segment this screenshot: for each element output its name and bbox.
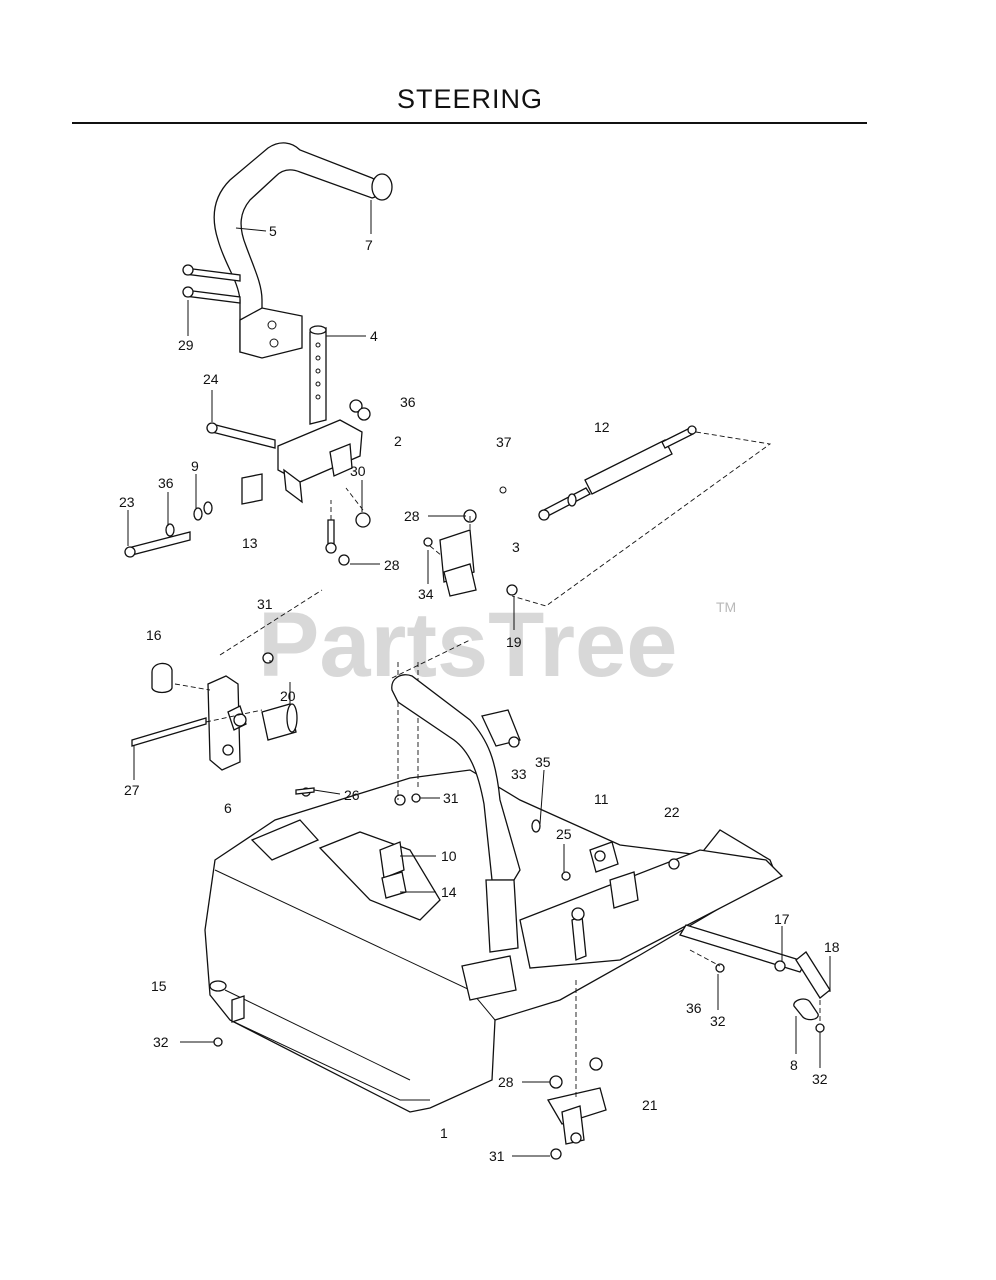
link-hardware xyxy=(124,473,263,558)
callout-9: 9 xyxy=(191,458,199,474)
callout-31-b: 31 xyxy=(443,790,459,806)
callout-3: 3 xyxy=(512,539,520,555)
frame-cutout xyxy=(318,831,441,921)
callout-10: 10 xyxy=(441,848,457,864)
callout-28-a: 28 xyxy=(404,508,420,524)
callout-35: 35 xyxy=(535,754,551,770)
callout-16: 16 xyxy=(146,627,162,643)
steering-handle xyxy=(182,142,393,359)
callout-31-c: 31 xyxy=(489,1148,505,1164)
watermark-trademark: TM xyxy=(716,599,736,615)
control-lever-assembly xyxy=(131,589,323,771)
callout-12: 12 xyxy=(594,419,610,435)
callout-18: 18 xyxy=(824,939,840,955)
callout-27: 27 xyxy=(124,782,140,798)
callout-34: 34 xyxy=(418,586,434,602)
callout-labels: 1 2 3 4 5 6 7 8 9 10 11 12 13 14 15 16 1… xyxy=(119,223,840,1164)
callout-6: 6 xyxy=(224,800,232,816)
callout-5: 5 xyxy=(269,223,277,239)
callout-7: 7 xyxy=(365,237,373,253)
watermark-text: PartsTree xyxy=(258,594,677,696)
callout-4: 4 xyxy=(370,328,378,344)
callout-20: 20 xyxy=(280,688,296,704)
callout-21: 21 xyxy=(642,1097,658,1113)
handle-mount-plate xyxy=(239,307,303,359)
callout-33: 33 xyxy=(511,766,527,782)
pivot-bracket xyxy=(206,399,371,566)
callout-14: 14 xyxy=(441,884,457,900)
callout-28-c: 28 xyxy=(498,1074,514,1090)
callout-26: 26 xyxy=(344,787,360,803)
steering-arm-assembly xyxy=(519,819,831,1033)
callout-24: 24 xyxy=(203,371,219,387)
callout-28-b: 28 xyxy=(384,557,400,573)
callout-25: 25 xyxy=(556,826,572,842)
callout-32-a: 32 xyxy=(153,1034,169,1050)
callout-36-a: 36 xyxy=(400,394,416,410)
callout-29: 29 xyxy=(178,337,194,353)
steering-column xyxy=(391,639,521,1001)
callout-8: 8 xyxy=(790,1057,798,1073)
lower-bracket xyxy=(546,980,607,1160)
callout-1: 1 xyxy=(440,1125,448,1141)
callout-37: 37 xyxy=(496,434,512,450)
callout-17: 17 xyxy=(774,911,790,927)
callout-15: 15 xyxy=(151,978,167,994)
gas-spring xyxy=(499,425,772,607)
spring-clip xyxy=(793,998,819,1021)
callout-13: 13 xyxy=(242,535,258,551)
callout-19: 19 xyxy=(506,634,522,650)
height-adjust-bar xyxy=(309,325,327,425)
callout-36-b: 36 xyxy=(158,475,174,491)
callout-2: 2 xyxy=(394,433,402,449)
callout-11: 11 xyxy=(594,791,609,807)
callout-32-c: 32 xyxy=(812,1071,828,1087)
leader-lines xyxy=(127,200,831,1157)
callout-31-a: 31 xyxy=(257,596,273,612)
handle-grip-end xyxy=(371,173,393,201)
title-rule xyxy=(72,122,867,124)
callout-36-c: 36 xyxy=(686,1000,702,1016)
bushing xyxy=(151,662,173,694)
callout-30: 30 xyxy=(350,463,366,479)
callout-22: 22 xyxy=(664,804,680,820)
page-title: STEERING xyxy=(396,84,544,114)
callout-23: 23 xyxy=(119,494,135,510)
callout-32-b: 32 xyxy=(710,1013,726,1029)
mount-bracket xyxy=(423,509,518,597)
